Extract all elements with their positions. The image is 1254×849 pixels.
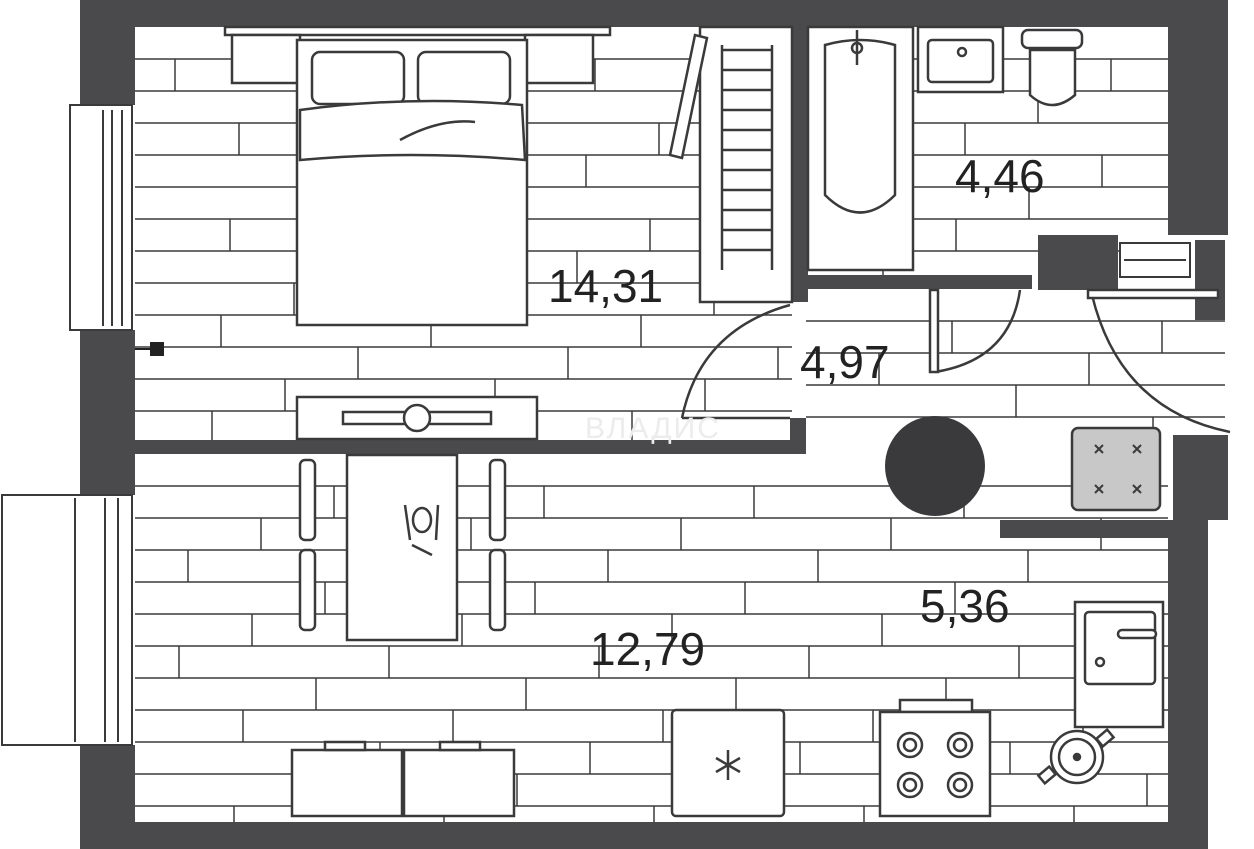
bed <box>223 25 612 327</box>
pot <box>1036 727 1116 786</box>
door-bathroom <box>928 288 1022 374</box>
socket-icon <box>150 342 164 356</box>
toilet <box>1020 28 1084 107</box>
area-label-bedroom: 14,31 <box>548 260 663 312</box>
door-entrance <box>1086 288 1231 434</box>
kitchen-sink <box>1073 600 1165 729</box>
window-living <box>1 494 133 746</box>
bathtub <box>806 25 915 272</box>
sofa <box>290 740 516 818</box>
area-label-kitchen: 5,36 <box>920 580 1010 632</box>
washbasin <box>916 25 1005 94</box>
stove <box>878 698 992 818</box>
door-bedroom <box>680 303 791 420</box>
column <box>885 416 985 516</box>
area-label-living: 12,79 <box>590 623 705 675</box>
dining-table <box>298 453 507 642</box>
watermark: ВЛАДИС <box>585 412 721 445</box>
tv-stand <box>295 395 539 441</box>
area-label-hallway: 4,97 <box>800 336 890 388</box>
area-label-bathroom: 4,46 <box>955 150 1045 202</box>
fridge <box>670 708 786 818</box>
window-bedroom <box>69 104 133 331</box>
wardrobe <box>668 25 794 304</box>
hob-small <box>1070 426 1162 512</box>
window-kitchen <box>1119 242 1191 278</box>
walls <box>80 0 1228 849</box>
